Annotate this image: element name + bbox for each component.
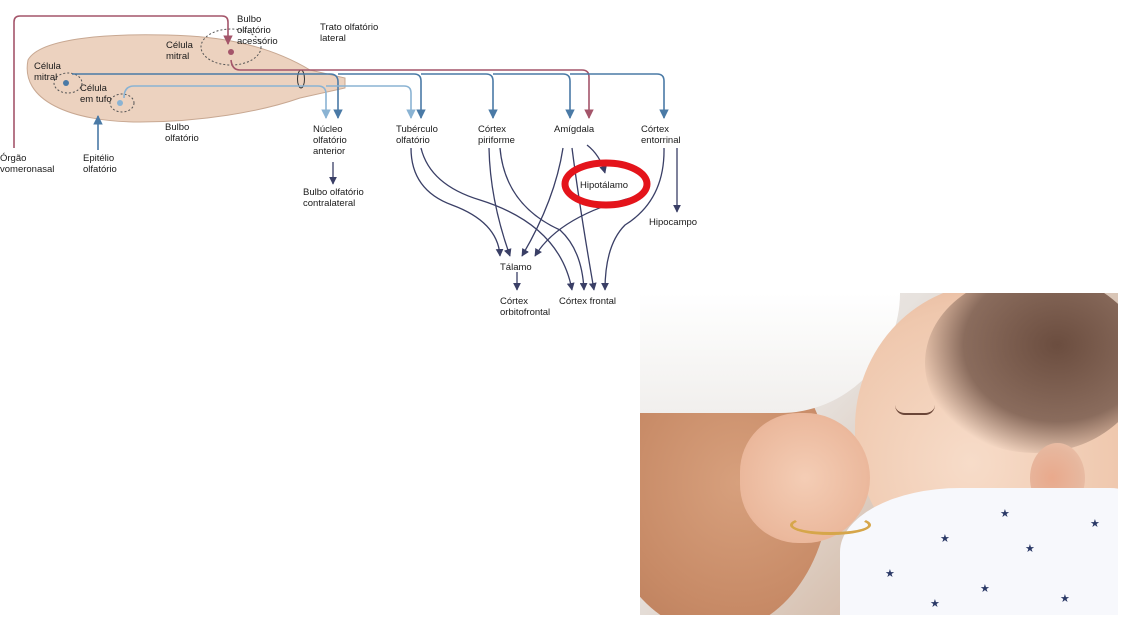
hipotalamo-highlight-circle xyxy=(561,159,651,209)
label-bulbo-contralateral: Bulbo olfatório contralateral xyxy=(303,187,366,209)
mitral-cell-circle xyxy=(200,28,262,66)
label-celula-mitral-top: Célula mitral xyxy=(166,40,196,62)
star-onesie xyxy=(840,488,1118,615)
baby-closed-eye xyxy=(895,405,935,415)
tufted-pathway-tuberculo xyxy=(326,85,416,119)
label-hipocampo: Hipocampo xyxy=(649,217,697,228)
mitral-cell-icon xyxy=(228,49,234,55)
label-bulbo-acessorio: Bulbo olfatório acessório xyxy=(237,14,278,47)
star-icon: ★ xyxy=(1090,517,1100,530)
mitral-pathway-nucleo xyxy=(72,73,343,119)
label-amigdala: Amígdala xyxy=(554,124,595,135)
label-celula-mitral-left: Célula mitral xyxy=(34,61,64,83)
mitral-pathway-entorrinal xyxy=(570,73,669,119)
star-icon: ★ xyxy=(940,532,950,545)
gold-bracelet xyxy=(790,515,871,535)
label-bulbo-olfatorio: Bulbo olfatório xyxy=(165,122,199,144)
tuberculo-to-talamo xyxy=(410,147,504,257)
mitral-cell-left-icon xyxy=(63,80,69,86)
olfactory-bulb-shape xyxy=(26,34,346,123)
mitral-pathway-amigdala xyxy=(493,73,575,119)
label-talamo: Tálamo xyxy=(500,262,532,273)
label-trato-olfatorio: Trato olfatório lateral xyxy=(320,22,381,44)
label-cortex-entorrinal: Córtex entorrinal xyxy=(641,124,681,146)
amigdala-to-frontal xyxy=(571,147,597,291)
baby-hair xyxy=(925,293,1118,453)
amigdala-to-talamo xyxy=(521,147,564,257)
label-cortex-orbitofrontal: Córtex orbitofrontal xyxy=(500,296,550,318)
star-icon: ★ xyxy=(1060,592,1070,605)
star-icon: ★ xyxy=(980,582,990,595)
tufted-pathway-nucleo xyxy=(317,85,331,119)
entorrinal-to-frontal xyxy=(601,147,665,291)
star-icon: ★ xyxy=(885,567,895,580)
star-icon: ★ xyxy=(1000,507,1010,520)
tufted-cell-icon xyxy=(117,100,123,106)
label-epitelio-olfatorio: Epitélio olfatório xyxy=(83,153,117,175)
mitral-pathway-tuberculo xyxy=(338,73,426,119)
mitral-pathway-piriforme xyxy=(421,73,498,119)
tuberculo-to-frontal xyxy=(420,147,575,291)
label-tuberculo-olfatorio: Tubérculo olfatório xyxy=(396,124,441,146)
tufted-cell-circle xyxy=(109,93,135,113)
label-nucleo-olfatorio: Núcleo olfatório anterior xyxy=(313,124,349,157)
star-icon: ★ xyxy=(930,597,940,610)
label-celula-tufo: Célula em tufo xyxy=(80,83,112,105)
baby-breastfeeding-photo: ★ ★ ★ ★ ★ ★ ★ ★ xyxy=(640,293,1118,615)
label-cortex-frontal: Córtex frontal xyxy=(559,296,616,307)
label-orgao-vomeronasal: Órgão vomeronasal xyxy=(0,153,54,175)
piriforme-to-talamo xyxy=(488,147,512,257)
mitral-cell-circle-left xyxy=(53,72,83,94)
label-hipotalamo: Hipotálamo xyxy=(580,180,628,191)
star-icon: ★ xyxy=(1025,542,1035,555)
tufted-pathway xyxy=(123,85,318,99)
label-cortex-piriforme: Córtex piriforme xyxy=(478,124,515,146)
amigdala-to-hipotalamo-arrow xyxy=(586,144,607,174)
vomeronasal-pathway xyxy=(13,15,233,148)
